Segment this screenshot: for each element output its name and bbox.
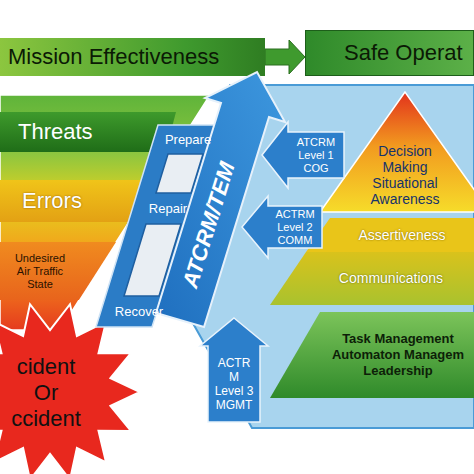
skill-band: Communications xyxy=(268,252,474,305)
node-text: Communications xyxy=(339,270,443,287)
text-area: Threats xyxy=(18,112,138,152)
node-text: Leadership xyxy=(363,363,432,379)
ladder-step: Prepare xyxy=(160,128,216,152)
text-area: Communications xyxy=(308,252,474,305)
starburst-label: cident Or ccident xyxy=(4,353,88,433)
text-area: ACTR M Level 3 MGMT xyxy=(208,348,260,420)
funnel-band: Threats xyxy=(0,112,176,152)
text-area: Repair xyxy=(142,197,194,221)
node-text: Prepare xyxy=(165,132,211,148)
block-arrow xyxy=(265,40,305,74)
skill-band: Task ManagementAutomaton ManagemLeadersh… xyxy=(270,312,474,398)
node-text: Assertiveness xyxy=(358,227,445,244)
starburst xyxy=(0,304,140,474)
node-text: Threats xyxy=(18,119,93,145)
node-text: Recover xyxy=(115,304,163,320)
node-text: Automaton Managem xyxy=(332,347,464,363)
text-area: Safe Operat xyxy=(344,31,472,75)
banner: Mission Effectiveness xyxy=(0,38,265,76)
skill-band: Assertiveness xyxy=(300,218,474,252)
node-text: ATCRM Level 1 COG xyxy=(290,136,342,175)
text-area: ACTRM Level 2 COMM xyxy=(270,206,320,248)
level-arrow: ACTR M Level 3 MGMT xyxy=(200,318,268,422)
text-area: cident Or ccident xyxy=(4,353,88,433)
node-text: ACTRM Level 2 COMM xyxy=(270,208,320,247)
node-text: cident Or ccident xyxy=(4,354,88,432)
text-area: Undesired Air Traffic State xyxy=(12,242,68,300)
text-area: ATCRM Level 1 COG xyxy=(290,132,342,178)
ladder-step: Repair xyxy=(142,197,194,221)
text-area: Decision Making Situational Awareness xyxy=(360,140,450,210)
node-text: Errors xyxy=(22,188,82,214)
node-text: Decision Making Situational Awareness xyxy=(360,143,450,207)
text-area: Assertiveness xyxy=(330,218,474,252)
node-text: Mission Effectiveness xyxy=(8,44,219,70)
node-text: Repair xyxy=(149,201,187,217)
ladder-arrow: ATCRM/TEMPrepareRepairRecover xyxy=(80,70,270,335)
level-arrow: ATCRM Level 1 COG xyxy=(262,122,344,188)
text-area: Errors xyxy=(22,180,122,222)
node-text: Safe Operat xyxy=(344,40,463,66)
ladder-step: Recover xyxy=(110,300,168,324)
funnel-band: Undesired Air Traffic State xyxy=(0,242,116,300)
node-text: Task Management xyxy=(342,331,454,347)
level-arrow: ACTRM Level 2 COMM xyxy=(242,196,322,258)
text-area: Mission Effectiveness xyxy=(8,38,258,76)
banner: Safe Operat xyxy=(305,30,474,76)
text-area: Recover xyxy=(110,300,168,324)
text-area: Prepare xyxy=(160,128,216,152)
node-text: Undesired Air Traffic State xyxy=(12,252,68,291)
text-area: Task ManagementAutomaton ManagemLeadersh… xyxy=(326,312,470,398)
node-text: ACTR M Level 3 MGMT xyxy=(213,356,255,412)
